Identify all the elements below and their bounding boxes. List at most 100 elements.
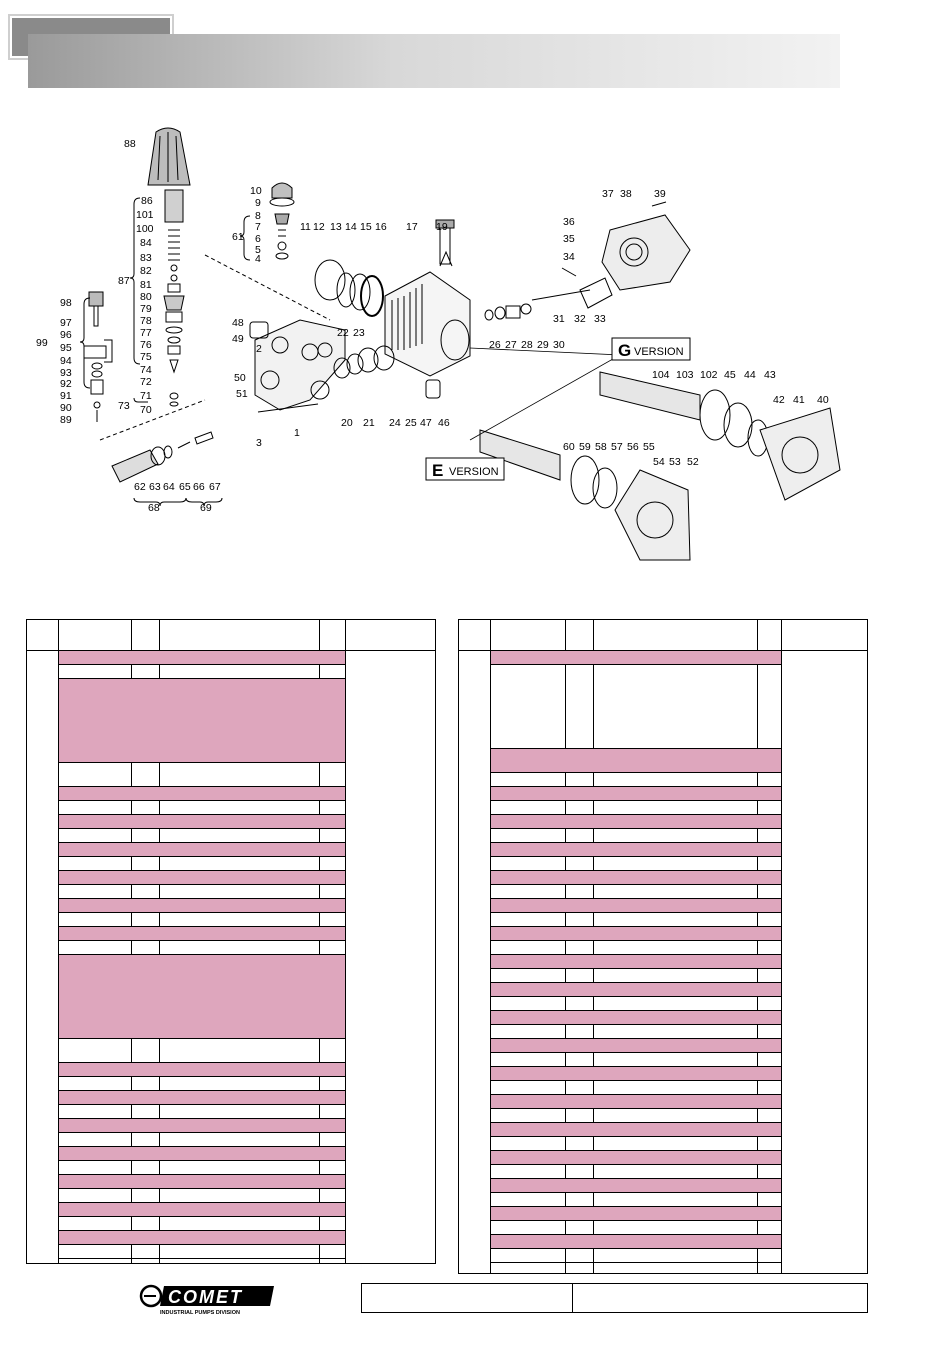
version-g-letter: G bbox=[618, 341, 631, 360]
callout-22: 22 bbox=[337, 327, 349, 339]
callout-86: 86 bbox=[141, 195, 153, 207]
table-row bbox=[491, 1221, 781, 1235]
callout-65: 65 bbox=[179, 481, 191, 493]
table-row bbox=[491, 913, 781, 927]
callout-32: 32 bbox=[574, 313, 586, 325]
callout-20: 20 bbox=[341, 417, 353, 429]
table-column-divider bbox=[565, 620, 566, 1273]
table-row bbox=[59, 1245, 345, 1259]
table-row bbox=[59, 885, 345, 899]
svg-text:COMET: COMET bbox=[168, 1287, 243, 1307]
table-row bbox=[491, 815, 781, 829]
callout-15: 15 bbox=[360, 221, 372, 233]
callout-44: 44 bbox=[744, 369, 756, 381]
callout-21: 21 bbox=[363, 417, 375, 429]
table-row bbox=[59, 1119, 345, 1133]
table-row bbox=[491, 927, 781, 941]
table-row bbox=[491, 983, 781, 997]
callout-46: 46 bbox=[438, 417, 450, 429]
table-column-divider bbox=[131, 620, 132, 1263]
callout-52: 52 bbox=[687, 456, 699, 468]
callout-29: 29 bbox=[537, 339, 549, 351]
table-row bbox=[59, 1217, 345, 1231]
header-bar bbox=[28, 34, 840, 88]
callout-99: 99 bbox=[36, 337, 48, 349]
callout-67: 67 bbox=[209, 481, 221, 493]
table-row bbox=[491, 1137, 781, 1151]
table-row bbox=[491, 1179, 781, 1193]
table-column-divider bbox=[58, 620, 59, 1263]
callout-9: 9 bbox=[255, 197, 261, 209]
callout-38: 38 bbox=[620, 188, 632, 200]
callout-16: 16 bbox=[375, 221, 387, 233]
callout-41: 41 bbox=[793, 394, 805, 406]
callout-74: 74 bbox=[140, 364, 152, 376]
table-row bbox=[59, 1231, 345, 1245]
callout-36: 36 bbox=[563, 216, 575, 228]
callout-104: 104 bbox=[652, 369, 670, 381]
callout-92: 92 bbox=[60, 378, 72, 390]
table-row bbox=[491, 1207, 781, 1221]
table-row bbox=[59, 801, 345, 815]
table-row bbox=[491, 1123, 781, 1137]
table-column-divider bbox=[159, 620, 160, 1263]
table-row bbox=[59, 1147, 345, 1161]
table-row bbox=[491, 749, 781, 773]
table-row bbox=[59, 763, 345, 787]
callout-53: 53 bbox=[669, 456, 681, 468]
callout-57: 57 bbox=[611, 441, 623, 453]
callout-50: 50 bbox=[234, 372, 246, 384]
table-row bbox=[491, 665, 781, 749]
callout-64: 64 bbox=[163, 481, 175, 493]
table-row bbox=[491, 871, 781, 885]
table-row bbox=[59, 1189, 345, 1203]
callout-84: 84 bbox=[140, 237, 152, 249]
callout-103: 103 bbox=[676, 369, 694, 381]
callout-79: 79 bbox=[140, 303, 152, 315]
callout-1: 1 bbox=[294, 427, 300, 439]
callout-10: 10 bbox=[250, 185, 262, 197]
callout-24: 24 bbox=[389, 417, 401, 429]
table-row bbox=[59, 913, 345, 927]
table-row bbox=[59, 1039, 345, 1063]
table-row bbox=[491, 773, 781, 787]
callout-93: 93 bbox=[60, 367, 72, 379]
version-g-word: VERSION bbox=[634, 346, 684, 358]
callout-40: 40 bbox=[817, 394, 829, 406]
callout-34: 34 bbox=[563, 251, 575, 263]
callout-43: 43 bbox=[764, 369, 776, 381]
parts-table-left bbox=[26, 619, 436, 1264]
callout-88: 88 bbox=[124, 138, 136, 150]
callout-56: 56 bbox=[627, 441, 639, 453]
callout-37: 37 bbox=[602, 188, 614, 200]
table-row bbox=[59, 787, 345, 801]
callout-77: 77 bbox=[140, 327, 152, 339]
table-row bbox=[59, 941, 345, 955]
callout-55: 55 bbox=[643, 441, 655, 453]
version-e-box: E VERSION bbox=[425, 457, 505, 481]
callout-28: 28 bbox=[521, 339, 533, 351]
callout-66: 66 bbox=[193, 481, 205, 493]
table-row bbox=[491, 1249, 781, 1263]
callout-76: 76 bbox=[140, 339, 152, 351]
callout-4: 4 bbox=[255, 253, 261, 265]
callout-68: 68 bbox=[148, 502, 160, 514]
table-row bbox=[59, 1063, 345, 1077]
table-column-divider bbox=[781, 620, 782, 1273]
callout-59: 59 bbox=[579, 441, 591, 453]
table-row bbox=[491, 1109, 781, 1123]
table-row bbox=[491, 969, 781, 983]
callout-31: 31 bbox=[553, 313, 565, 325]
callout-91: 91 bbox=[60, 390, 72, 402]
callout-54: 54 bbox=[653, 456, 665, 468]
table-row bbox=[491, 1151, 781, 1165]
table-column-divider bbox=[593, 620, 594, 1273]
callout-102: 102 bbox=[700, 369, 718, 381]
table-row bbox=[59, 1203, 345, 1217]
callout-82: 82 bbox=[140, 265, 152, 277]
table-column-divider bbox=[319, 620, 320, 1263]
table-row bbox=[491, 1067, 781, 1081]
callout-69: 69 bbox=[200, 502, 212, 514]
callout-90: 90 bbox=[60, 402, 72, 414]
